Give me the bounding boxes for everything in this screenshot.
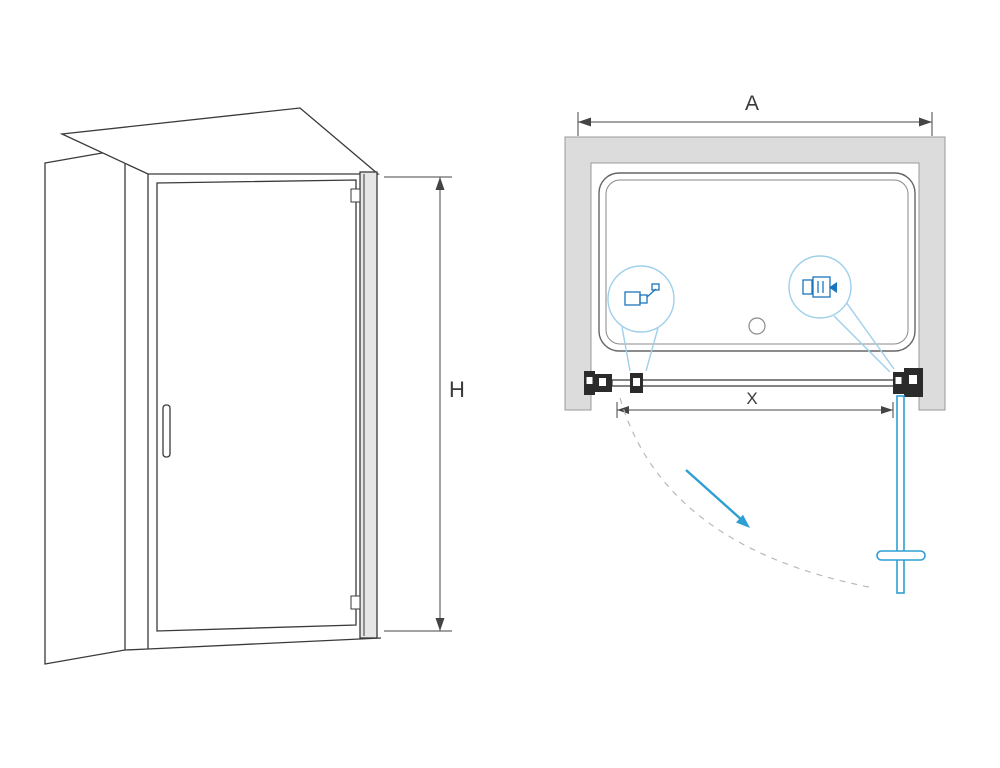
open-door-handle <box>876 550 926 561</box>
dimension-overall-width: A <box>577 92 933 136</box>
detail-hardware-left <box>624 283 660 306</box>
height-dim-label: H <box>449 377 465 402</box>
door-swing-arc <box>619 397 875 589</box>
drain-icon <box>748 317 766 335</box>
hinge-bottom-icon <box>350 595 361 610</box>
glass-door-panel <box>156 179 357 632</box>
side-wall-panel <box>44 148 149 665</box>
open-door-leaf <box>896 395 905 594</box>
detail-hardware-right <box>802 276 837 298</box>
overall-width-dim-label: A <box>745 92 759 115</box>
dimension-door-width: X <box>616 389 894 418</box>
dimension-height: H <box>384 176 465 632</box>
leader-line <box>845 301 895 370</box>
arrow-up-icon <box>435 177 445 190</box>
detail-arrow-icon <box>829 282 837 293</box>
arrow-down-icon <box>435 618 445 631</box>
right-wall-profile <box>350 171 378 639</box>
detail-callouts <box>607 255 895 373</box>
leader-line <box>833 315 891 373</box>
door-jamb <box>147 174 382 650</box>
swing-direction-arrow-icon <box>736 514 750 528</box>
arrow-right-icon <box>881 406 893 414</box>
arrow-left-icon <box>617 406 629 414</box>
top-frame-face <box>59 107 380 175</box>
wall-section <box>564 136 946 411</box>
front-elevation-view <box>44 107 382 665</box>
detail-circle-left <box>607 265 675 333</box>
door-handle <box>162 404 171 458</box>
door-width-dim-label: X <box>746 389 757 408</box>
swing-direction-line <box>685 469 744 522</box>
leader-line <box>645 327 659 372</box>
leader-line <box>621 326 631 372</box>
door-closed-plan <box>584 368 923 397</box>
hinge-top-icon <box>350 188 361 203</box>
arrow-left-icon <box>578 117 591 127</box>
arrow-right-icon <box>919 117 932 127</box>
door-open-plan <box>685 395 926 594</box>
detail-circle-right <box>788 255 852 319</box>
